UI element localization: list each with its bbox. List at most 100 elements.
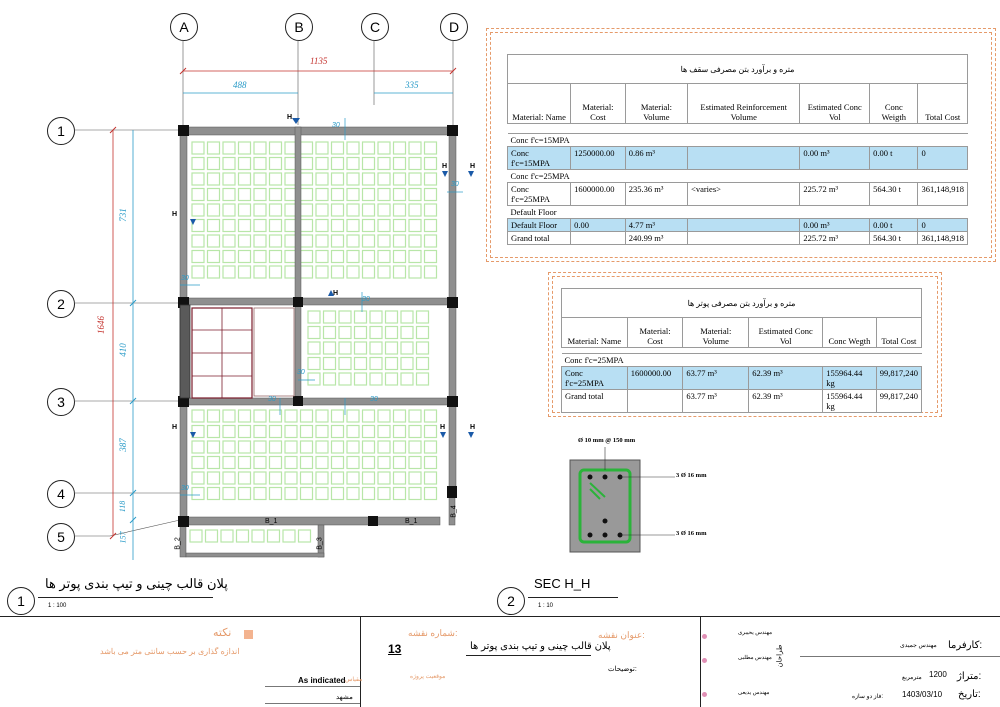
beam-schedule-title: متره و برآورد بتن مصرفی پوتر ها	[561, 288, 922, 318]
slab-panel	[284, 455, 298, 470]
slab-panel	[346, 234, 360, 248]
slab-panel	[222, 156, 236, 171]
slab-panel	[392, 409, 407, 423]
slab-panel	[253, 141, 267, 155]
slab-panel	[284, 486, 298, 501]
slab-panel	[423, 440, 438, 454]
slab-panel	[330, 265, 345, 279]
slab-panel	[299, 203, 314, 217]
slab-panel	[268, 424, 283, 439]
slab-panel	[253, 187, 267, 202]
slab-panel	[299, 424, 314, 439]
view-scale-section: 1 : 10	[538, 603, 554, 609]
slab-panel	[423, 455, 438, 470]
dimension-ticks	[180, 118, 463, 496]
slab-panel	[392, 440, 407, 454]
grid-lines	[74, 40, 454, 537]
slab-panel	[299, 218, 314, 233]
col-header: Material: Volume	[624, 83, 689, 124]
beam-schedule-frame	[548, 272, 942, 417]
slab-panel	[222, 471, 236, 485]
slab-panel	[400, 325, 414, 340]
slab-panel	[369, 325, 383, 340]
slab-panel	[369, 310, 383, 324]
slab-panel	[361, 424, 376, 439]
slab-panel	[315, 249, 329, 264]
slab-panel	[307, 341, 321, 355]
slab-panel	[408, 156, 422, 171]
slab-panel	[191, 234, 205, 248]
slab-panel	[377, 471, 391, 485]
slab-panel	[299, 249, 314, 264]
slab-panel	[408, 141, 422, 155]
thirty-label: 30	[181, 485, 189, 492]
group-label: Conc f'c=25MPA	[561, 353, 922, 367]
slab-panel	[266, 529, 281, 543]
slab-panel	[237, 172, 252, 186]
slab-panel	[253, 440, 267, 454]
slab-panel	[206, 218, 221, 233]
slab-panel	[222, 172, 236, 186]
slab-panel	[206, 156, 221, 171]
slab-panel	[330, 234, 345, 248]
slab-panel	[191, 409, 205, 423]
slab-panel	[206, 203, 221, 217]
slab-panel	[361, 234, 376, 248]
slab-panel	[206, 265, 221, 279]
side-dimension-lines	[109, 126, 137, 560]
col-header: Conc Weigth	[869, 83, 919, 124]
slab-panel	[220, 529, 234, 543]
table-row: Default Floor 0.00 4.77 m³ 0.00 m³ 0.00 …	[506, 218, 968, 232]
slab-panel	[189, 529, 203, 543]
slab-panel	[338, 356, 352, 371]
beam-label-b4: B_4	[450, 505, 458, 518]
thirty-label: 30	[451, 181, 459, 188]
slab-panel	[415, 356, 430, 371]
slab-panel	[330, 486, 345, 501]
slab-panel	[346, 440, 360, 454]
slab-panel	[330, 424, 345, 439]
slab-panel	[408, 440, 422, 454]
slab-panel	[330, 440, 345, 454]
slab-panel	[299, 172, 314, 186]
slab-panel	[235, 529, 250, 543]
grid-bubble-c: C	[361, 13, 389, 41]
top-dimension-lines	[179, 67, 457, 94]
engineer-1-bullet-icon	[702, 634, 707, 639]
slab-panel	[346, 187, 360, 202]
scale-label: مقیاس	[345, 677, 363, 683]
slab-panel	[268, 455, 283, 470]
grid-bubble-3: 3	[47, 388, 75, 416]
grid-bubble-1: 1	[47, 117, 75, 145]
slab-panel	[415, 372, 430, 386]
slab-panel	[361, 218, 376, 233]
area-value: 1200	[929, 670, 947, 679]
slab-panel	[384, 341, 399, 355]
slab-panel	[253, 471, 267, 485]
slab-panel	[253, 424, 267, 439]
sheet-number-label: شماره نقشه:	[408, 628, 458, 638]
col-header: Estimated Conc Vol	[799, 83, 871, 124]
slab-panel	[423, 187, 438, 202]
h-label: H	[172, 424, 178, 431]
slab-panel	[423, 172, 438, 186]
phase-label: فاز دو سازه:	[852, 694, 884, 700]
engineer-2-bullet-icon	[702, 658, 707, 663]
slab-panel	[408, 486, 422, 501]
slab-panel	[315, 424, 329, 439]
note-title: نکته	[213, 627, 232, 639]
slab-panel	[400, 341, 414, 355]
view-number-1: 1	[7, 587, 35, 615]
slab-panel	[191, 440, 205, 454]
slab-panel	[330, 249, 345, 264]
slab-panel	[346, 172, 360, 186]
client-label: کارفرما:	[948, 640, 983, 651]
location-label: موقعیت پروژه	[410, 674, 446, 680]
slab-panel	[392, 486, 407, 501]
slab-panel	[330, 455, 345, 470]
slab-panel	[315, 409, 329, 423]
slab-panel	[191, 424, 205, 439]
slab-panel	[377, 409, 391, 423]
slab-panel	[253, 409, 267, 423]
slab-panel	[282, 529, 296, 543]
